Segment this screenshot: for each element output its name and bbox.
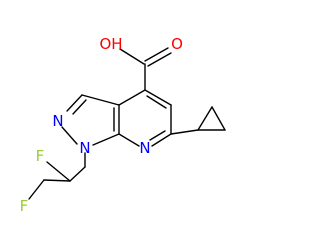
- bond-c-f-lower: [28, 179, 45, 200]
- fluorine-lower-label: F: [20, 197, 29, 215]
- bond-c4-c5-inner: [146, 95, 167, 109]
- bond-c4-c3a: [118, 89, 146, 106]
- bond-n2-n1: [61, 126, 78, 145]
- bond-chf2-ch2: [43, 179, 71, 182]
- pyridine-n-label: N: [139, 139, 150, 157]
- bond-c3-n2-inner: [72, 99, 87, 115]
- bond-c-o-double-b: [147, 52, 172, 67]
- molecule-drawing: OH O N N N F F: [20, 35, 226, 215]
- structure-canvas: OH O N N N F F: [20, 35, 226, 215]
- bond-c6-n7-inner: [149, 130, 166, 141]
- bond-c6-cyclopropyl: [170, 129, 199, 135]
- bond-layer: [28, 47, 226, 200]
- bond-c3a-c3: [81, 94, 120, 106]
- bond-c6-n7: [151, 133, 172, 147]
- bond-n1-c7a: [92, 133, 120, 146]
- bond-c3-n2: [66, 94, 83, 112]
- pyrazole-n2-label: N: [52, 112, 63, 130]
- bond-n7-c7a: [118, 133, 140, 147]
- bond-c-oh: [119, 48, 145, 65]
- bond-c4-c5: [144, 89, 172, 106]
- bond-c-f-upper: [46, 161, 71, 182]
- atom-label-layer: OH O N N N F F: [20, 35, 183, 215]
- bond-c-o-double-a: [144, 47, 169, 62]
- hydroxyl-label: OH: [99, 35, 122, 53]
- bond-cyclopropyl-b: [211, 106, 226, 131]
- carbonyl-oxygen-label: O: [171, 35, 183, 53]
- pyrazole-n1-label: N: [79, 139, 90, 157]
- bond-cyclopropyl-a: [197, 106, 213, 131]
- bond-ch2-chf2: [69, 166, 86, 182]
- fluorine-upper-label: F: [36, 147, 45, 165]
